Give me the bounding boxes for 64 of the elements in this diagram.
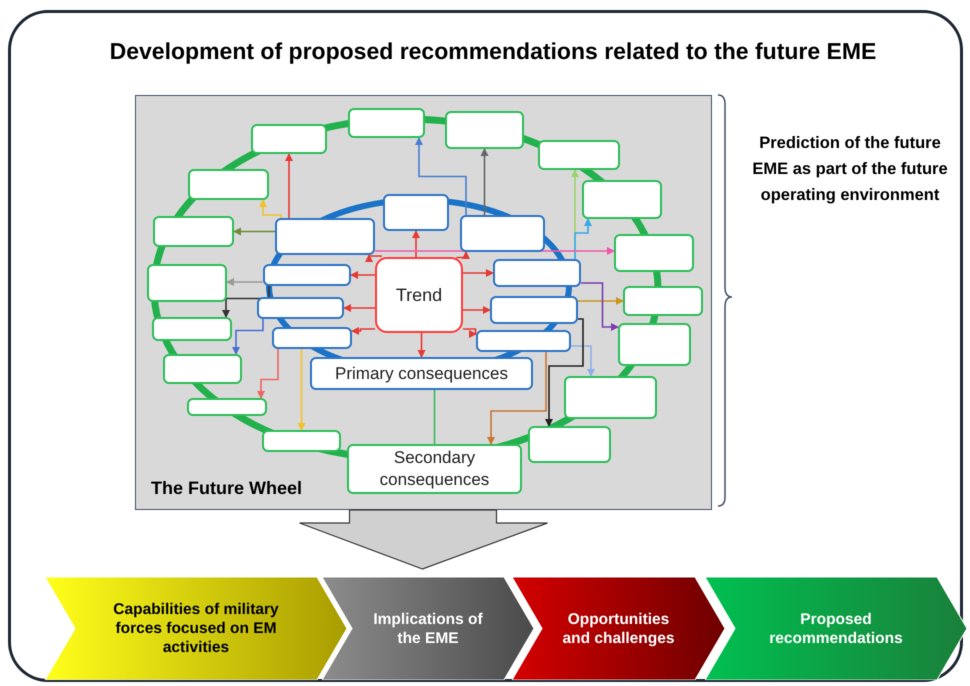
- blank-box: [272, 327, 352, 349]
- process-step: Implications of the EME: [322, 577, 534, 680]
- blank-box: [528, 426, 611, 463]
- connector-arrow: [487, 352, 547, 445]
- connector-arrow: [418, 333, 426, 358]
- connector-arrow: [456, 251, 470, 259]
- connector-arrow: [415, 137, 467, 215]
- connector-arrow: [232, 319, 264, 355]
- blank-box: [623, 286, 703, 316]
- outer-box: Secondary consequences: [347, 444, 522, 494]
- block-arrow: [298, 509, 548, 570]
- process-step: Capabilities of military forces focused on EM activities: [45, 577, 347, 680]
- panel-title: The Future Wheel: [151, 478, 302, 499]
- blank-box: [257, 297, 344, 319]
- blank-box: [188, 169, 269, 200]
- blank-box: [476, 330, 571, 352]
- connector-arrow: [545, 318, 584, 427]
- blank-box: [262, 430, 341, 452]
- connector-arrow: [351, 327, 375, 335]
- blank-box: [614, 234, 694, 272]
- blank-box: [490, 296, 578, 324]
- blank-box: [163, 354, 242, 384]
- connector-arrow: [480, 148, 488, 215]
- inner-box: Primary consequences: [310, 357, 533, 390]
- blank-box: [263, 264, 351, 286]
- blank-box: [445, 111, 524, 149]
- connector-arrow: [257, 349, 279, 399]
- connector-arrow: [222, 286, 270, 318]
- blank-box: [538, 140, 620, 170]
- blank-box: [187, 398, 267, 416]
- blank-box: [251, 124, 327, 154]
- connector-arrow: [350, 271, 375, 279]
- connector-arrow: [233, 228, 275, 236]
- connector-arrow: [581, 282, 619, 331]
- connector-arrow: [574, 218, 592, 259]
- side-note: Prediction of the future EME as part of the future operating environment: [752, 133, 948, 206]
- connector-arrow: [343, 304, 375, 312]
- process-step: Opportunities and challenges: [512, 577, 725, 680]
- blank-box: [348, 108, 425, 138]
- blank-box: [147, 264, 227, 302]
- connector-arrow: [365, 254, 382, 262]
- connector-arrow: [571, 345, 595, 377]
- connector-arrow: [412, 230, 420, 257]
- connector-arrow: [285, 153, 293, 218]
- connector-arrow: [226, 278, 263, 286]
- title: Development of proposed recommendations related to the future EME: [108, 38, 878, 65]
- connector-arrow: [259, 199, 282, 218]
- connector-arrow: [578, 297, 624, 305]
- blank-box: [493, 259, 581, 287]
- connector-arrow: [463, 269, 494, 277]
- blank-box: [275, 218, 375, 255]
- blank-box: [460, 215, 545, 252]
- blank-box: [383, 194, 449, 231]
- blank-box: [582, 180, 662, 219]
- blank-box: [152, 317, 232, 341]
- process-step: Proposed recommendations: [705, 577, 967, 680]
- connector-arrow: [298, 349, 306, 431]
- blank-box: [564, 376, 657, 419]
- connector-arrow: [463, 306, 491, 314]
- trend-box: Trend: [375, 257, 463, 333]
- connector-arrow: [463, 328, 477, 338]
- blank-box: [153, 216, 234, 247]
- wheel-panel: [135, 95, 712, 510]
- blank-box: [618, 323, 691, 366]
